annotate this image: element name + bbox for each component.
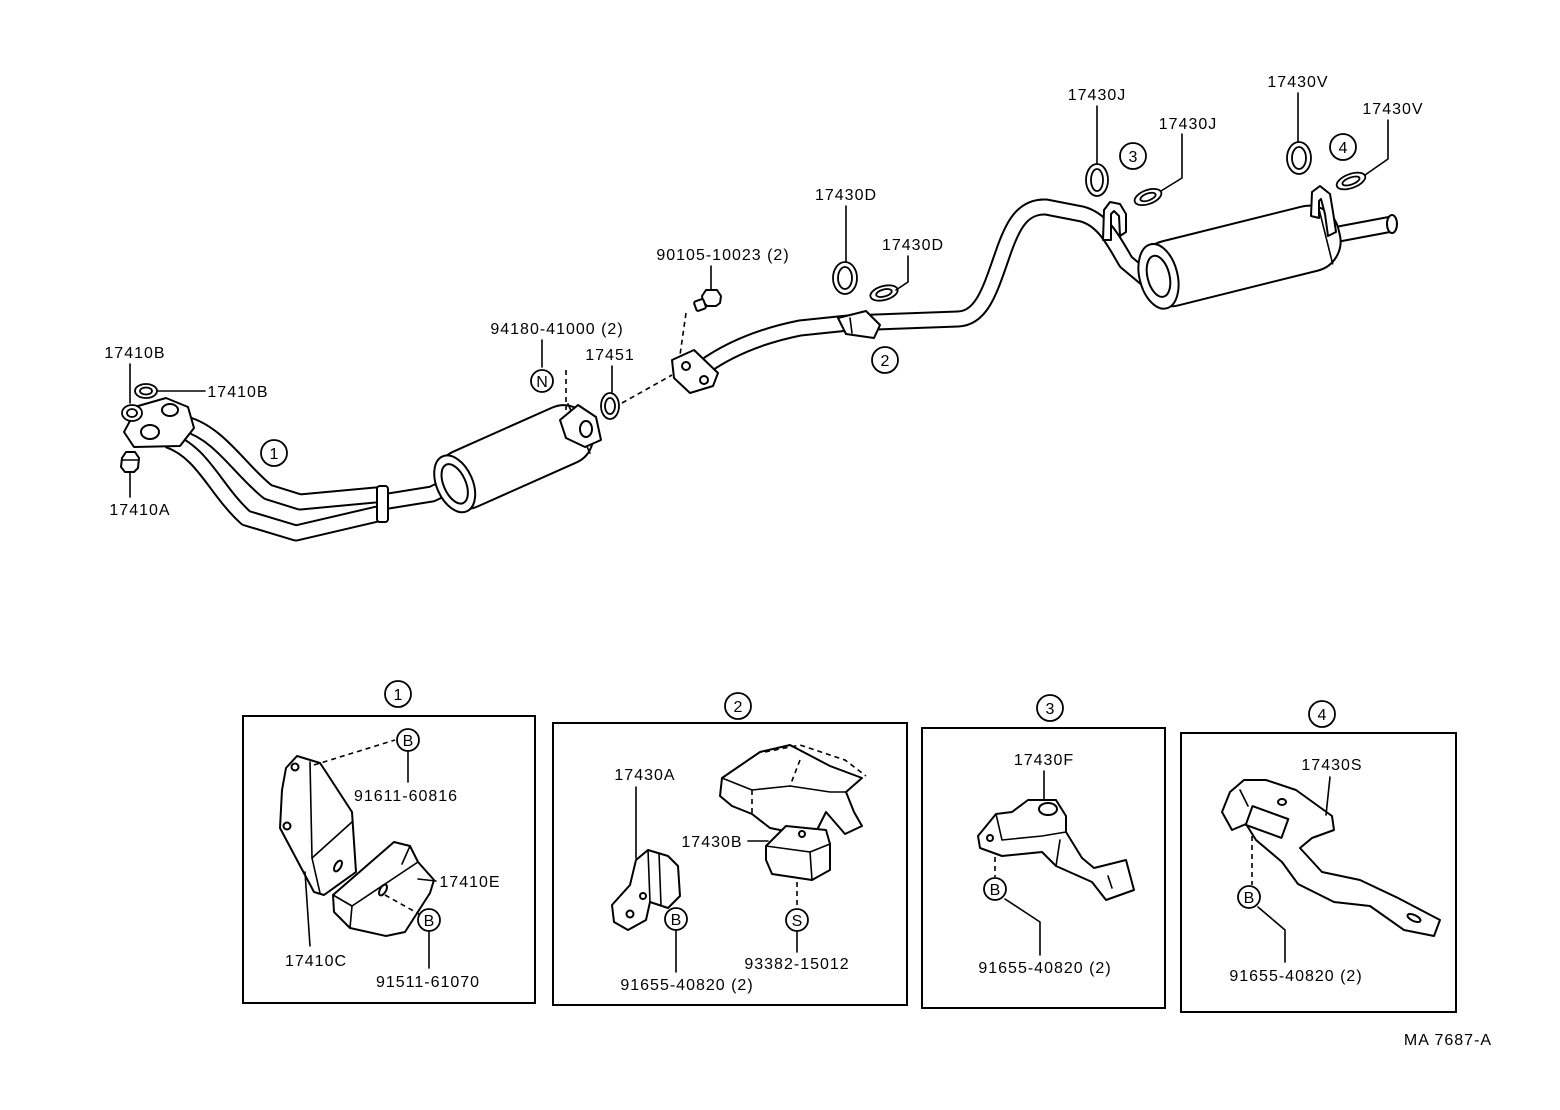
gasket-17410b-upper xyxy=(121,404,143,422)
detail-panel-1: 1 B B 91611-60 xyxy=(242,680,536,1004)
front-pipe-joint-ring xyxy=(376,485,389,523)
label-nut-17410a: 17410A xyxy=(109,502,170,519)
detail-2-marker-label: 2 xyxy=(881,353,890,370)
screw-symbol-s-label: S xyxy=(792,913,803,930)
symbol-n-marker: N xyxy=(530,369,554,393)
symbol-n-label: N xyxy=(536,374,548,391)
center-muffler xyxy=(433,403,595,514)
detail-panel-3-ref-label: 3 xyxy=(1046,701,1055,718)
bolt-90105 xyxy=(693,289,722,312)
detail-2-marker: 2 xyxy=(871,346,899,374)
label-cushion-17430j-flat: 17430J xyxy=(1159,116,1218,133)
intermediate-pipe-flange xyxy=(671,349,719,394)
detail-panel-1-ref-marker: 1 xyxy=(384,680,412,708)
label-cushion-17430v-ring: 17430V xyxy=(1267,74,1328,91)
screw-symbol-s: S xyxy=(785,908,809,932)
label-bolt-91655: 91655-40820 (2) xyxy=(620,977,753,994)
main-view-leader-lines xyxy=(129,92,1389,498)
detail-1-marker-label: 1 xyxy=(270,446,279,463)
hanger-bracket-2 xyxy=(837,310,881,339)
bolt-symbol-b-label: B xyxy=(990,882,1001,899)
detail-panel-2-ref-label: 2 xyxy=(734,699,743,716)
bolt-symbol-b-upper-label: B xyxy=(403,733,414,750)
label-screw-93382: 93382-15012 xyxy=(744,956,849,973)
bolt-symbol-b-lower: B xyxy=(417,908,441,932)
detail-panel-4: 4 B 17430S 91655-40820 (2) xyxy=(1180,700,1457,1013)
bolt-symbol-b: B xyxy=(983,877,1007,901)
bracket-17430f xyxy=(977,799,1135,901)
label-bracket-17430f: 17430F xyxy=(1014,752,1074,769)
label-bolt-91655: 91655-40820 (2) xyxy=(978,960,1111,977)
detail-3-marker: 3 xyxy=(1119,142,1147,170)
label-gasket-17451: 17451 xyxy=(585,347,635,364)
bracket-17430s xyxy=(1221,779,1441,937)
label-gasket-17410b-side: 17410B xyxy=(207,384,268,401)
cushion-17430v-ring xyxy=(1286,141,1312,175)
bracket-17410e xyxy=(332,841,435,937)
cushion-17430v-flat xyxy=(1335,171,1367,191)
body-frame-member xyxy=(719,744,867,835)
gasket-17451-assembly-line xyxy=(621,374,673,404)
detail-panel-3-ref-marker: 3 xyxy=(1036,694,1064,722)
label-cushion-17430d-ring: 17430D xyxy=(815,187,877,204)
label-bracket-17410e: 17410E xyxy=(439,874,500,891)
label-bracket-17430a: 17430A xyxy=(614,767,675,784)
detail-3-marker-label: 3 xyxy=(1129,149,1138,166)
detail-panel-4-ref-marker: 4 xyxy=(1308,700,1336,728)
detail-panel-2: 2 B xyxy=(552,692,908,1006)
cushion-17430j-flat xyxy=(1133,187,1163,207)
cushion-17430d-flat xyxy=(869,284,899,302)
detail-panel-4-ref-label: 4 xyxy=(1318,707,1327,724)
detail-panel-2-ref-marker: 2 xyxy=(724,692,752,720)
detail-4-marker-label: 4 xyxy=(1339,140,1348,157)
bracket-17410c xyxy=(279,755,357,896)
detail-panel-3: 3 B 17430F 91655-40820 (2) xyxy=(921,694,1166,1009)
bolt-symbol-b-label: B xyxy=(671,912,682,929)
center-muffler-outlet-flange xyxy=(559,404,602,448)
label-bolt-91655: 91655-40820 (2) xyxy=(1229,968,1362,985)
gasket-17410b-side xyxy=(134,383,158,399)
drawing-code: MA 7687-A xyxy=(1404,1032,1492,1049)
gasket-17451 xyxy=(600,392,620,420)
label-bracket-17430s: 17430S xyxy=(1301,757,1362,774)
detail-panel-1-ref-label: 1 xyxy=(394,687,403,704)
cushion-17430d-ring xyxy=(832,261,858,295)
label-bolt-90105: 90105-10023 (2) xyxy=(656,247,789,264)
label-gasket-17410b-upper: 17410B xyxy=(104,345,165,362)
label-cushion-17430b: 17430B xyxy=(681,834,742,851)
bolt-symbol-b: B xyxy=(664,907,688,931)
cushion-17430j-ring xyxy=(1085,163,1109,197)
hanger-bracket-3 xyxy=(1102,201,1127,241)
detail-1-marker: 1 xyxy=(260,439,288,467)
bolt-symbol-b-upper: B xyxy=(396,728,420,752)
nut-17410a xyxy=(120,451,140,473)
label-bolt-94180: 94180-41000 (2) xyxy=(490,321,623,338)
label-cushion-17430j-ring: 17430J xyxy=(1068,87,1127,104)
bolt-symbol-b: B xyxy=(1237,885,1261,909)
bracket-17430a xyxy=(611,849,681,931)
bolt-symbol-b-label: B xyxy=(1244,890,1255,907)
hanger-bracket-4 xyxy=(1310,185,1337,237)
label-cushion-17430d-flat: 17430D xyxy=(882,237,944,254)
bolt-90105-assembly-line xyxy=(679,312,687,356)
front-exhaust-pipe xyxy=(164,415,478,542)
cushion-block-17430b xyxy=(765,825,831,881)
detail-4-marker: 4 xyxy=(1329,133,1357,161)
label-bolt-91511: 91511-61070 xyxy=(376,974,480,991)
bolt-symbol-b-lower-label: B xyxy=(424,913,435,930)
label-bracket-17410c: 17410C xyxy=(285,953,347,970)
label-cushion-17430v-flat: 17430V xyxy=(1362,101,1423,118)
main-muffler xyxy=(1137,204,1342,310)
label-bolt-91611: 91611-60816 xyxy=(354,788,458,805)
intermediate-exhaust-pipe xyxy=(699,198,1156,374)
